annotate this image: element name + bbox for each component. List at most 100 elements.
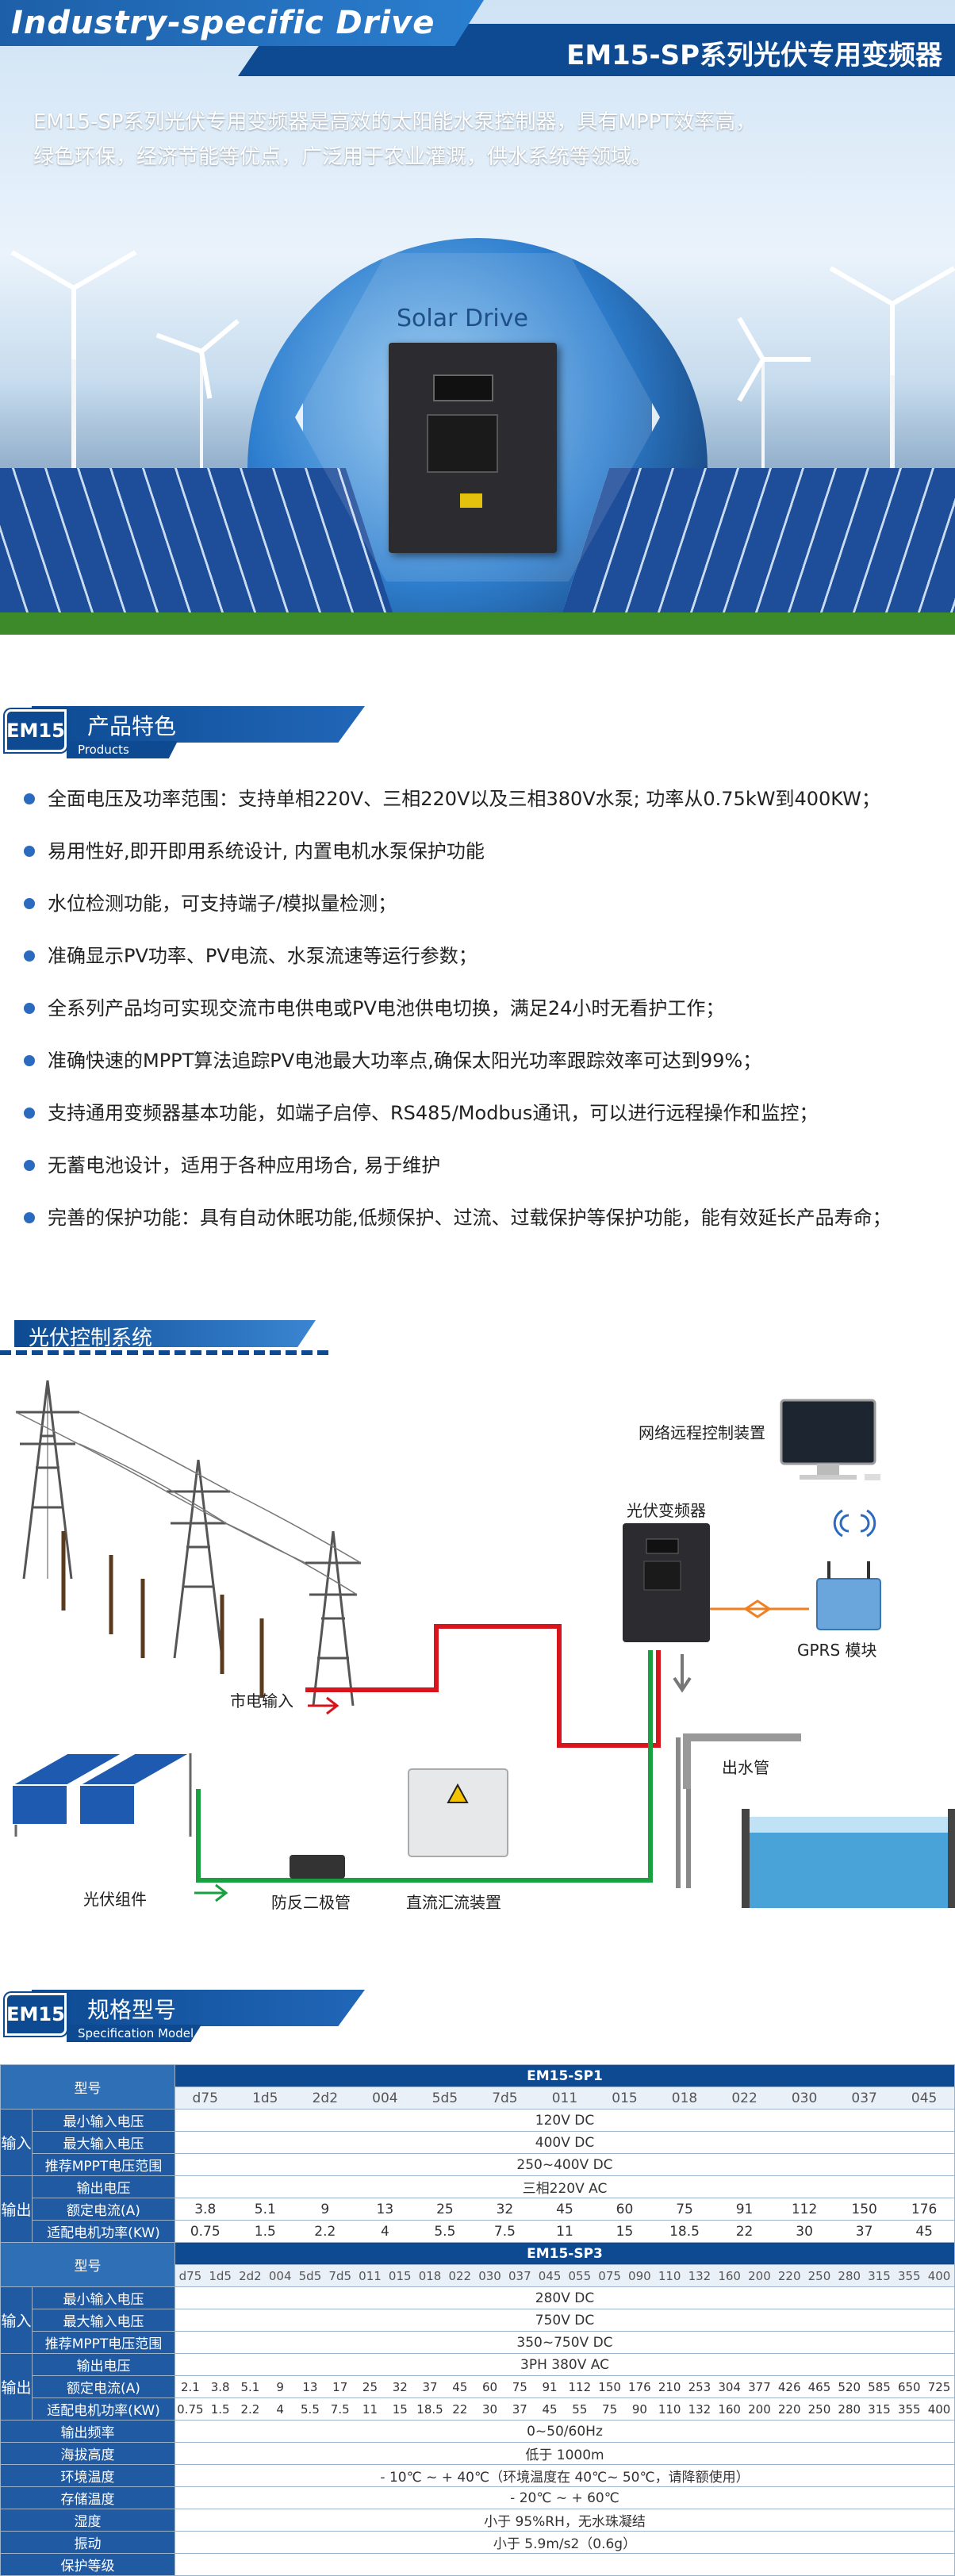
model-codes-value: 280 [838, 2268, 861, 2283]
rated-current-value: 650 [897, 2379, 921, 2394]
grass-strip [0, 612, 955, 635]
features-subtitle: Products Feature [67, 741, 178, 758]
motor-power-value: 11 [556, 2223, 573, 2240]
row-label: 适配电机功率(KW) [32, 2220, 175, 2243]
rated-current-value: 2.1 [180, 2379, 200, 2394]
motor-power-value: 15 [392, 2401, 408, 2417]
common-label: 湿度 [0, 2509, 175, 2532]
model-codes-value: 037 [508, 2268, 531, 2283]
outlet-pipe [683, 1733, 801, 1789]
spec-subtitle: Specification Model [67, 2025, 201, 2042]
rated-current-value: 75 [512, 2379, 527, 2394]
rated-current-value: 150 [598, 2379, 621, 2394]
label-gprs: GPRS 模块 [797, 1641, 877, 1660]
feature-text: 水位检测功能，可支持端子/模拟量检测； [48, 893, 397, 915]
row-label: 额定电流(A) [32, 2198, 175, 2221]
feature-item: 易用性好,即开即用系统设计, 内置电机水泵保护功能 [24, 838, 920, 865]
motor-power-value: 5.5 [301, 2401, 320, 2417]
model-codes-value: 030 [478, 2268, 501, 2283]
model-codes-value: 015 [612, 2090, 638, 2106]
motor-power-value: 400 [927, 2401, 951, 2417]
rated-current-value: 3.8 [210, 2379, 230, 2394]
spec-header: EM15 规格型号 Specification Model [0, 1990, 365, 2044]
motor-power-value: 30 [796, 2223, 813, 2240]
motor-power-value: 22 [452, 2401, 468, 2417]
em15-badge: EM15 [5, 709, 67, 752]
common-value: - 10℃ ~ + 40℃（环境温度在 40℃~ 50℃，请降额使用） [175, 2464, 955, 2487]
model-label: 型号 [0, 2242, 175, 2287]
motor-power-value: 30 [481, 2401, 498, 2417]
model-codes-value: 1d5 [252, 2090, 278, 2106]
motor-power-value: 45 [542, 2401, 558, 2417]
model-codes-value: 018 [418, 2268, 442, 2283]
inverter-keypad-icon [643, 1561, 681, 1591]
common-label: 振动 [0, 2531, 175, 2554]
inverter-image [389, 343, 557, 553]
warning-label-icon [460, 493, 482, 508]
bullet-icon [24, 1212, 35, 1223]
model-codes-value: 5d5 [431, 2090, 458, 2106]
model-codes-value: 355 [897, 2268, 921, 2283]
motor-power-value: 4 [380, 2223, 389, 2240]
intro-line-2: 绿色环保，经济节能等优点，广泛用于农业灌溉，供水系统等领域。 [33, 145, 653, 169]
down-arrow-icon [673, 1654, 692, 1693]
row-value: 400V DC [175, 2131, 955, 2154]
motor-power-value: 22 [735, 2223, 754, 2240]
hero-banner: Solar Drive EM15-SP系列光伏专用变频器 Industry-sp… [0, 0, 955, 635]
features-subtitle-text: Products Feature [78, 743, 129, 771]
motor-power-value: 75 [602, 2401, 618, 2417]
comm-arrow-icon [743, 1599, 772, 1618]
rated-current-value: 520 [838, 2379, 861, 2394]
intro-line-1: EM15-SP系列光伏专用变频器是高效的太阳能水泵控制器，具有MPPT效率高， [33, 110, 757, 134]
row-label: 推荐MPPT电压范围 [32, 2331, 175, 2354]
system-diagram: 网络远程控制装置 光伏变频器 GPRS 模块 市电输入 出水管 光伏组件 防反二… [0, 1357, 955, 1928]
motor-power-value: 90 [631, 2401, 647, 2417]
header-bar [32, 706, 365, 743]
model-codes-value: 030 [791, 2090, 818, 2106]
system-header: 光伏控制系统 [0, 1320, 341, 1357]
model-codes-value: d75 [192, 2090, 218, 2106]
rated-current-value: 253 [688, 2379, 711, 2394]
motor-power-value: 355 [897, 2401, 921, 2417]
motor-power-value: 4 [276, 2401, 284, 2417]
model-codes-value: 5d5 [298, 2268, 322, 2283]
bullet-icon [24, 1160, 35, 1171]
model-codes-value: 110 [658, 2268, 681, 2283]
row-label: 输出电压 [32, 2353, 175, 2376]
feature-item: 支持通用变频器基本功能，如端子启停、RS485/Modbus通讯，可以进行远程操… [24, 1100, 920, 1127]
bullet-icon [24, 1003, 35, 1014]
inverter-keypad [427, 414, 498, 473]
model-codes-value: 075 [598, 2268, 621, 2283]
model-codes-value: 220 [777, 2268, 801, 2283]
features-header: EM15 产品特色 Products Feature [0, 706, 365, 760]
title-ribbon-left: Industry-specific Drive [0, 0, 484, 46]
motor-power-value: 2.2 [314, 2223, 336, 2240]
row-value: 三相220V AC [175, 2175, 955, 2198]
common-value: 0~50/60Hz [175, 2420, 955, 2443]
model-codes-value: 200 [748, 2268, 771, 2283]
common-label: 存储温度 [0, 2486, 175, 2509]
rated-current-value: 13 [376, 2201, 394, 2217]
combiner-box [408, 1768, 508, 1857]
model-codes-value: 250 [807, 2268, 831, 2283]
common-label: 保护等级 [0, 2553, 175, 2576]
model-codes-value: 045 [538, 2268, 562, 2283]
feature-item: 准确显示PV功率、PV电流、水泵流速等运行参数； [24, 942, 920, 969]
series-name: EM15-SP3 [175, 2242, 955, 2265]
table-row: 输出输出电压三相220V AC [0, 2175, 955, 2243]
model-codes-value: 2d2 [239, 2268, 262, 2283]
motor-power-value: 2.2 [240, 2401, 260, 2417]
rated-current-value: 725 [927, 2379, 951, 2394]
spec-title: 规格型号 [87, 1997, 177, 2023]
rated-current-value: 585 [868, 2379, 891, 2394]
model-codes-value: 022 [448, 2268, 472, 2283]
